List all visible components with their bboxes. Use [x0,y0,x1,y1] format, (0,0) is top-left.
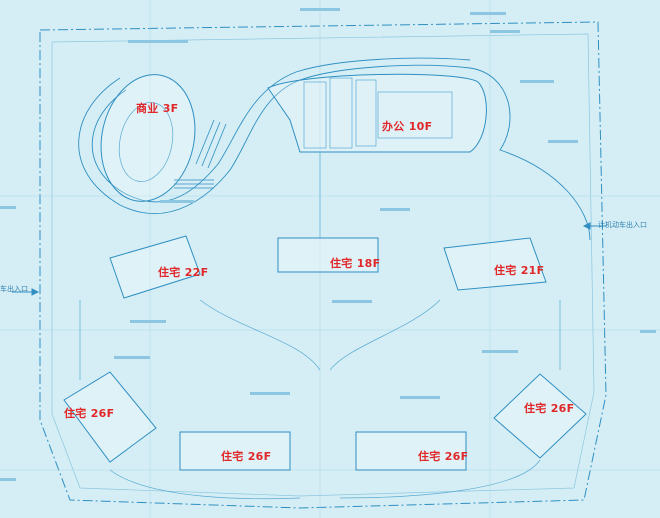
res-26-west-outline [63,371,157,463]
annotation-marks [0,8,656,481]
entrance-arrows [12,222,606,296]
internal-paths [79,152,561,500]
label-commercial: 商业 3F [136,102,179,115]
east-vehicle-entrance-label: 计机动车出入口 [598,221,647,229]
res-18-outline [277,237,379,273]
office-building-outline [267,73,487,153]
commercial-building-core [118,102,174,182]
label-office: 办公 10F [382,120,433,133]
office-wings [303,77,377,149]
label-residential-21f: 住宅 21F [494,264,545,277]
label-residential-22f: 住宅 22F [158,266,209,279]
label-residential-26f-east: 住宅 26F [524,402,575,415]
res-26-east-outline [493,373,587,459]
label-residential-26f-south-east: 住宅 26F [418,450,469,463]
res-21-outline [443,237,547,291]
site-boundary [39,21,607,509]
res-26-se-outline [355,431,467,471]
label-residential-26f-west: 住宅 26F [64,407,115,420]
commercial-building-outline [100,74,196,202]
west-vehicle-entrance-label: 车出入口 [0,285,28,293]
res-26-sw-outline [179,431,291,471]
residential-outlines [63,235,587,471]
setback-line [51,33,595,497]
office-core [377,91,453,139]
stair-hatch [174,119,227,189]
label-residential-26f-south-west: 住宅 26F [221,450,272,463]
label-residential-18f: 住宅 18F [330,257,381,270]
res-22-outline [109,235,201,299]
